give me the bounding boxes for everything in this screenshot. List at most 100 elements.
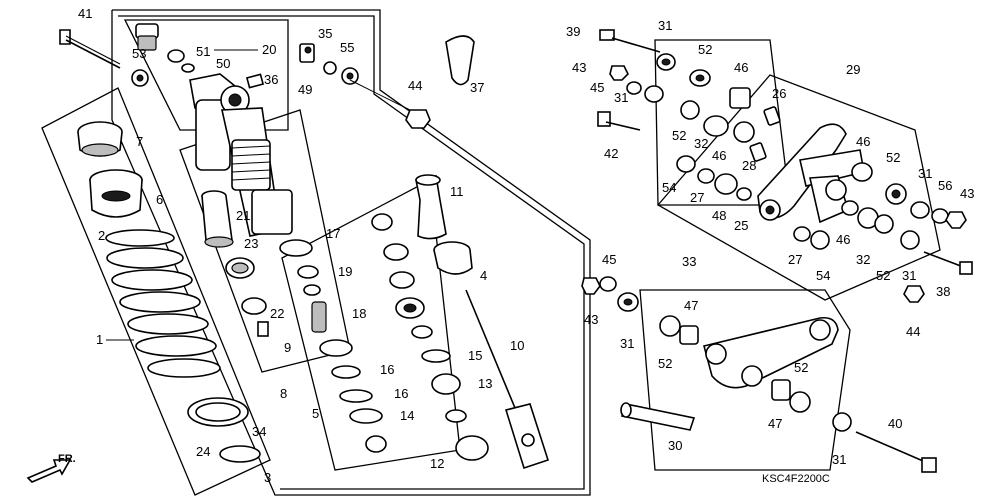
washer-51 bbox=[167, 49, 185, 63]
stopper-34 bbox=[187, 397, 249, 427]
seal-50 bbox=[181, 63, 195, 73]
callout: 5 bbox=[312, 406, 319, 421]
callout: 37 bbox=[470, 80, 484, 95]
callout: 1 bbox=[96, 332, 103, 347]
collar-46c bbox=[851, 162, 873, 182]
seal-54b bbox=[810, 230, 830, 250]
linkage-parts bbox=[581, 29, 973, 473]
collar-25 bbox=[736, 187, 752, 201]
spring-seat-7 bbox=[77, 121, 123, 157]
spring-seat-6 bbox=[89, 169, 143, 218]
callout: 52 bbox=[658, 356, 672, 371]
boot-4 bbox=[433, 241, 473, 275]
callout: 25 bbox=[734, 218, 748, 233]
bolt-40 bbox=[855, 431, 937, 473]
washer-31b bbox=[644, 85, 664, 103]
callout: 48 bbox=[712, 208, 726, 223]
callout: 46 bbox=[856, 134, 870, 149]
callout: 44 bbox=[906, 324, 920, 339]
callout: 43 bbox=[572, 60, 586, 75]
callout: 56 bbox=[938, 178, 952, 193]
callout: 53 bbox=[132, 46, 146, 61]
ring-17 bbox=[279, 239, 313, 257]
damper-rod-10 bbox=[465, 289, 550, 470]
callout: 46 bbox=[734, 60, 748, 75]
valve-9 bbox=[257, 321, 269, 337]
collar-46a bbox=[729, 87, 751, 109]
link-29 bbox=[757, 123, 865, 224]
washer-45b bbox=[599, 276, 617, 292]
cap-11 bbox=[415, 174, 447, 240]
bump-stop-21 bbox=[201, 190, 234, 248]
callout: 39 bbox=[566, 24, 580, 39]
callout: 45 bbox=[602, 252, 616, 267]
nut-43a bbox=[609, 65, 629, 81]
callout: 36 bbox=[264, 72, 278, 87]
callout: 51 bbox=[196, 44, 210, 59]
clip-22 bbox=[241, 297, 267, 315]
piston-stack bbox=[297, 265, 387, 453]
washer-45a bbox=[626, 81, 642, 95]
callout: 52 bbox=[672, 128, 686, 143]
callout: 23 bbox=[244, 236, 258, 251]
callout: 16 bbox=[380, 362, 394, 377]
callout: 4 bbox=[480, 268, 487, 283]
washer-31d bbox=[900, 230, 920, 250]
callout: 33 bbox=[682, 254, 696, 269]
callout: 20 bbox=[262, 42, 276, 57]
callout: 8 bbox=[280, 386, 287, 401]
seal-54a bbox=[676, 155, 696, 173]
washer-27a bbox=[697, 168, 715, 184]
valve-column bbox=[371, 213, 489, 461]
washer-27b bbox=[793, 226, 811, 242]
seal-52b bbox=[680, 100, 700, 120]
callout: 26 bbox=[772, 86, 786, 101]
nut-43c bbox=[581, 277, 601, 295]
reservoir-cap bbox=[135, 23, 159, 51]
callout: 9 bbox=[284, 340, 291, 355]
seal-52f bbox=[789, 391, 811, 413]
callout: 45 bbox=[590, 80, 604, 95]
callouts: 41 53 51 20 50 36 49 35 55 44 37 7 6 2 1… bbox=[78, 6, 974, 485]
bearing-48 bbox=[714, 173, 738, 195]
callout: 54 bbox=[816, 268, 830, 283]
callout: 52 bbox=[876, 268, 890, 283]
callout: 54 bbox=[662, 180, 676, 195]
callout: 31 bbox=[918, 166, 932, 181]
callout: 31 bbox=[902, 268, 916, 283]
callout: 55 bbox=[340, 40, 354, 55]
callout: 11 bbox=[450, 184, 464, 199]
callout: 32 bbox=[694, 136, 708, 151]
callout: 50 bbox=[216, 56, 230, 71]
callout: 27 bbox=[690, 190, 704, 205]
callout: 15 bbox=[468, 348, 482, 363]
washer-56 bbox=[931, 208, 949, 224]
label-36 bbox=[245, 73, 265, 89]
pin-28 bbox=[749, 142, 767, 162]
callout: 12 bbox=[430, 456, 444, 471]
nut-44b bbox=[903, 285, 925, 303]
nut-44 bbox=[405, 109, 431, 129]
bolt-39 bbox=[599, 29, 661, 53]
spring-1 bbox=[105, 229, 221, 378]
collar-30 bbox=[620, 402, 696, 431]
washer-35 bbox=[323, 61, 337, 75]
callout: 40 bbox=[888, 416, 902, 431]
callout: 42 bbox=[604, 146, 618, 161]
callout: 28 bbox=[742, 158, 756, 173]
callout: 21 bbox=[236, 208, 250, 223]
callout: 52 bbox=[886, 150, 900, 165]
seal-23 bbox=[225, 257, 255, 279]
callout: 14 bbox=[400, 408, 414, 423]
collar-47b bbox=[771, 379, 791, 401]
callout: 27 bbox=[788, 252, 802, 267]
callout: 35 bbox=[318, 26, 332, 41]
bolt-41 bbox=[59, 29, 121, 69]
callout: 18 bbox=[352, 306, 366, 321]
washer-31f bbox=[832, 412, 852, 432]
callout: 31 bbox=[832, 452, 846, 467]
callout: 6 bbox=[156, 192, 163, 207]
bump-rubber-bellows bbox=[231, 139, 271, 191]
callout: 49 bbox=[298, 82, 312, 97]
callout: 10 bbox=[510, 338, 524, 353]
